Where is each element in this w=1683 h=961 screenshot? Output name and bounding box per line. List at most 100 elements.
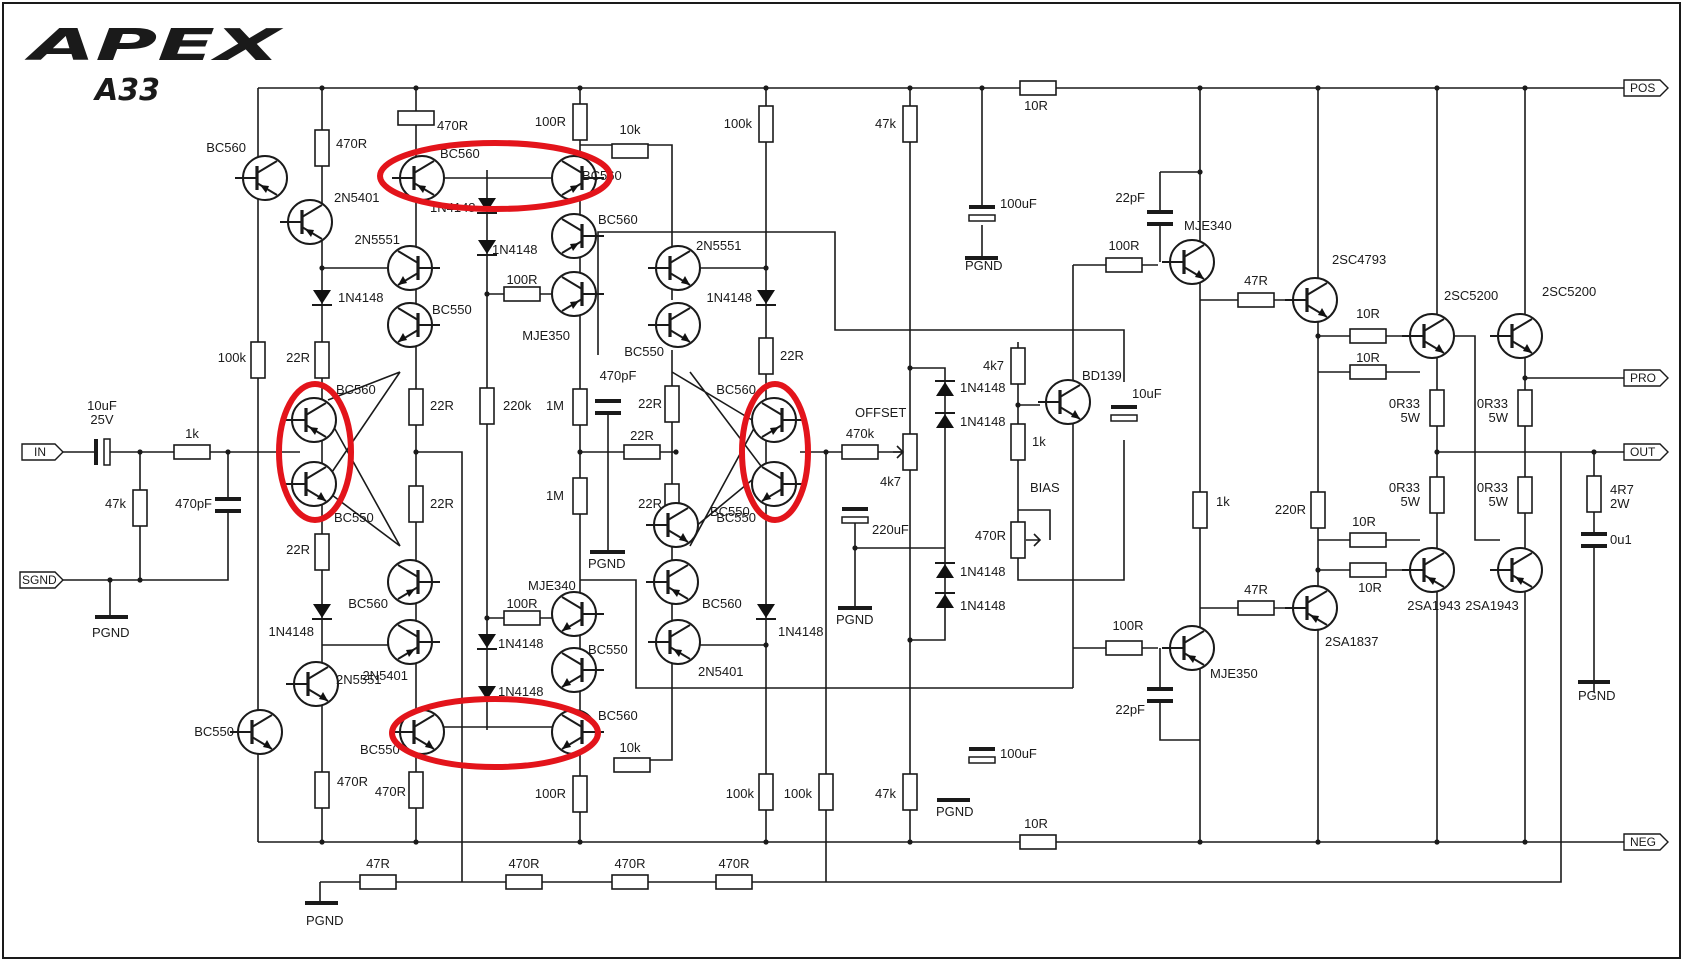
diode-d3-value: 1N4148 — [338, 290, 384, 305]
diode-d2 — [477, 240, 497, 256]
resistor-r23 — [841, 444, 879, 460]
resistor-r51 — [1019, 834, 1057, 850]
transistor-q21 — [551, 647, 604, 693]
capacitor-c9 — [968, 747, 996, 764]
junction-dot — [907, 365, 913, 371]
junction-dot — [823, 449, 829, 455]
resistor-r29 — [1237, 292, 1275, 308]
highlight-left-diff — [276, 381, 354, 523]
resistor-r34 — [1429, 476, 1445, 514]
capacitor-c1-value: 25V — [90, 412, 113, 427]
bias-label: BIAS — [1030, 480, 1060, 495]
transistor-q3-part: BC560 — [440, 146, 480, 161]
c8-loop — [1159, 648, 1200, 741]
transistor-q7 — [387, 302, 440, 348]
junction-dot — [1197, 839, 1203, 845]
transistor-q14 — [751, 461, 804, 507]
resistor-r51-value: 10R — [1024, 816, 1048, 831]
resistor-r34-value: 5W — [1401, 494, 1421, 509]
diode-d9 — [312, 604, 332, 620]
pgnd-label-vas: PGND — [588, 556, 626, 571]
capacitor-c3-value: 470pF — [600, 368, 637, 383]
diode-d1 — [477, 198, 497, 214]
resistor-r53 — [505, 874, 543, 890]
resistor-r20-value: 22R — [630, 428, 654, 443]
junction-dot — [577, 449, 583, 455]
resistor-r3 — [572, 103, 588, 141]
resistor-r5-value: 100k — [724, 116, 753, 131]
transistor-q34 — [646, 502, 699, 548]
junction-dot — [484, 615, 490, 621]
resistor-r45-value: 470R — [337, 774, 368, 789]
transistor-q8 — [551, 271, 604, 317]
junction-dot — [907, 85, 913, 91]
resistor-r33-value: 0R33 — [1477, 396, 1508, 411]
capacitor-c1 — [94, 438, 111, 466]
resistor-r17 — [572, 388, 588, 426]
transistor-q23-part: 2N5401 — [698, 664, 744, 679]
resistor-r6-value: 47k — [875, 116, 896, 131]
junction-dot — [137, 449, 143, 455]
resistor-r42-value: 2W — [1610, 496, 1630, 511]
diode-d7 — [935, 562, 955, 578]
model-text: A33 — [93, 73, 160, 108]
resistor-r13 — [173, 444, 211, 460]
diode-d11-value: 1N4148 — [498, 636, 544, 651]
resistor-r22-value: 22R — [780, 348, 804, 363]
transistor-q27-part: 2SC5200 — [1444, 288, 1498, 303]
resistor-r40 — [1349, 532, 1387, 548]
transistor-q26 — [1285, 277, 1338, 323]
resistor-r48 — [758, 773, 774, 811]
junction-dot — [763, 265, 769, 271]
transistor-q32 — [1490, 547, 1543, 593]
transistor-q9-part: 2N5551 — [696, 238, 742, 253]
transistor-q11 — [284, 397, 337, 443]
capacitor-c7 — [1110, 405, 1138, 422]
transistor-q12 — [284, 461, 337, 507]
highlight-top-pair — [377, 140, 613, 212]
transistor-q18 — [230, 709, 283, 755]
resistor-r27 — [1010, 521, 1026, 559]
resistor-r41-value: 10R — [1358, 580, 1382, 595]
junction-dot — [763, 839, 769, 845]
resistor-r16-value: 220k — [503, 398, 532, 413]
diff-cross-left — [327, 371, 401, 547]
resistor-r54 — [611, 874, 649, 890]
transistor-q2 — [280, 199, 333, 245]
offset-diodes — [910, 367, 946, 641]
port-in: IN — [21, 443, 64, 461]
transistor-q13 — [751, 397, 804, 443]
junction-dot — [1522, 375, 1528, 381]
transistor-q6-part: 2N5551 — [354, 232, 400, 247]
resistor-r53-value: 470R — [508, 856, 539, 871]
resistor-r28 — [1105, 257, 1143, 273]
junction-dot — [484, 291, 490, 297]
diode-d3 — [312, 290, 332, 306]
transistor-q28-part: 2SC5200 — [1542, 284, 1596, 299]
resistor-r10-value: 22R — [430, 398, 454, 413]
capacitor-c10 — [1580, 532, 1608, 548]
resistor-r45 — [314, 771, 330, 809]
transistor-q11-part: BC560 — [336, 382, 376, 397]
upper-vas-link — [597, 231, 1125, 382]
resistor-r28-value: 100R — [1108, 238, 1139, 253]
resistor-r47 — [572, 775, 588, 813]
pgnd-label-top: PGND — [965, 258, 1003, 273]
junction-dot — [413, 839, 419, 845]
transistor-q26-part: 2SC4793 — [1332, 252, 1386, 267]
transistor-q25-part: MJE340 — [1184, 218, 1232, 233]
col-d — [616, 350, 673, 761]
resistor-r3-value: 100R — [535, 114, 566, 129]
capacitor-c7-value: 10uF — [1132, 386, 1162, 401]
resistor-r7-value: 10R — [1024, 98, 1048, 113]
resistor-r46 — [408, 771, 424, 809]
brand-logo: APEX A33 — [24, 20, 284, 108]
port-neg: NEG — [1623, 833, 1669, 851]
diode-d12-value: 1N4148 — [498, 684, 544, 699]
capacitor-c8-value: 22pF — [1115, 702, 1145, 717]
resistor-r50-value: 47k — [875, 786, 896, 801]
resistor-r9-value: 22R — [286, 350, 310, 365]
resistor-r37-value: 220R — [1275, 502, 1306, 517]
resistor-r29-value: 47R — [1244, 273, 1268, 288]
